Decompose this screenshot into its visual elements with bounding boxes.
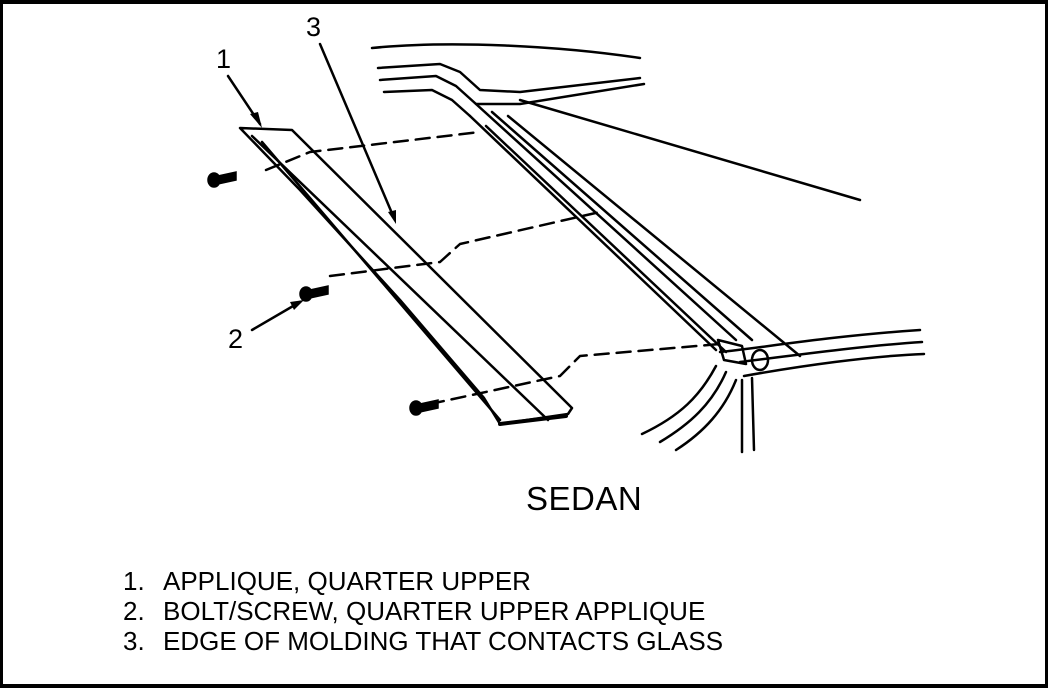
diagram-title: SEDAN xyxy=(526,480,643,517)
legend-number: 2. xyxy=(123,596,145,626)
pillar-curve-3 xyxy=(674,378,738,452)
rear-glass-top xyxy=(518,98,862,202)
pillar-curve-2 xyxy=(658,370,728,444)
arrowhead-1 xyxy=(250,112,262,128)
deck-line-1 xyxy=(718,328,922,354)
dashed-line-top xyxy=(264,130,482,172)
legend-item: 2. BOLT/SCREW, QUARTER UPPER APPLIQUE xyxy=(123,596,723,626)
dashed-line-middle xyxy=(328,210,602,278)
glass-edge-3 xyxy=(506,114,802,358)
legend-text: BOLT/SCREW, QUARTER UPPER APPLIQUE xyxy=(163,596,706,626)
window-frame-outer xyxy=(376,62,642,94)
applique-inner-edge xyxy=(260,140,502,422)
pillar-vertical-2 xyxy=(750,376,756,452)
corner-block xyxy=(716,338,748,366)
deck-line-2 xyxy=(738,340,924,364)
window-frame-inner-1 xyxy=(378,74,646,106)
glass-edge-1 xyxy=(474,102,738,342)
screw-icon xyxy=(299,285,329,302)
legend-text: APPLIQUE, QUARTER UPPER xyxy=(163,566,531,596)
pillar-post xyxy=(750,348,770,372)
callout-1-label: 1 xyxy=(216,44,232,74)
dashed-line-bottom xyxy=(428,342,722,406)
screw-icon xyxy=(207,171,237,188)
legend-number: 1. xyxy=(123,566,145,596)
channel-1 xyxy=(468,114,718,352)
applique-end xyxy=(498,414,568,426)
callout-3-label: 3 xyxy=(306,12,322,42)
roof-outline xyxy=(370,43,642,60)
arrowhead-2 xyxy=(290,300,304,310)
pillar-curve-1 xyxy=(640,364,718,436)
legend-number: 3. xyxy=(123,626,145,656)
applique-face-edge xyxy=(250,134,550,422)
deck-line-3 xyxy=(742,352,926,378)
arrowhead-3 xyxy=(388,210,396,224)
leader-2 xyxy=(250,300,302,332)
legend-item: 1. APPLIQUE, QUARTER UPPER xyxy=(123,566,723,596)
glass-edge-2 xyxy=(490,110,754,342)
legend-item: 3. EDGE OF MOLDING THAT CONTACTS GLASS xyxy=(123,626,723,656)
leader-3 xyxy=(318,42,396,220)
channel-2 xyxy=(484,124,728,354)
window-frame-inner-2 xyxy=(382,88,472,118)
callout-2-label: 2 xyxy=(228,324,244,354)
legend-list: 1. APPLIQUE, QUARTER UPPER 2. BOLT/SCREW, … xyxy=(123,566,723,656)
screw-icon xyxy=(409,399,439,416)
legend-text: EDGE OF MOLDING THAT CONTACTS GLASS xyxy=(163,626,724,656)
